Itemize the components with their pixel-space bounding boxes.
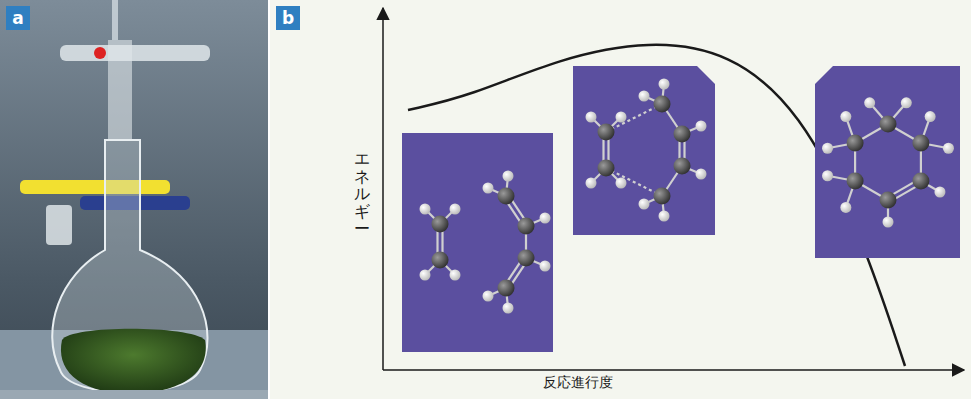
hydrogen-atom: [420, 204, 431, 215]
carbon-atom: [847, 135, 864, 152]
product-panel: [815, 66, 960, 258]
hydrogen-atom: [901, 97, 912, 108]
carbon-atom: [880, 192, 897, 209]
bond: [606, 104, 662, 132]
carbon-atom: [598, 160, 615, 177]
hydrogen-atom: [943, 143, 954, 154]
carbon-atom: [674, 126, 691, 143]
hydrogen-atom: [503, 303, 514, 314]
hydrogen-atom: [639, 199, 650, 210]
hydrogen-atom: [840, 202, 851, 213]
carbon-atom: [880, 116, 897, 133]
panel-ground: [270, 0, 971, 399]
transition-panel: [573, 66, 715, 235]
carbon-atom: [847, 173, 864, 190]
hydrogen-atom: [659, 79, 670, 90]
axis-label: 反応進行度: [543, 374, 613, 392]
carbon-atom: [518, 250, 535, 267]
carbon-atom: [498, 280, 515, 297]
energy-axis: [382, 8, 384, 370]
hydrogen-atom: [420, 270, 431, 281]
carbon-atom: [432, 216, 449, 233]
hydrogen-atom: [925, 111, 936, 122]
axis-label: エネルギー: [354, 150, 370, 238]
hydrogen-atom: [696, 121, 707, 132]
hydrogen-atom: [659, 211, 670, 222]
hydrogen-atom: [586, 178, 597, 189]
reactant-panel: [402, 133, 553, 352]
hydrogen-atom: [883, 217, 894, 228]
panel-tag: a: [6, 6, 30, 30]
carbon-atom: [598, 124, 615, 141]
hydrogen-atom: [540, 213, 551, 224]
hydrogen-atom: [934, 187, 945, 198]
carbon-atom: [674, 158, 691, 175]
panel-tag: b: [276, 6, 300, 30]
carbon-atom: [498, 188, 515, 205]
panel-letter: a: [12, 10, 23, 27]
hydrogen-atom: [540, 261, 551, 272]
reaction-axis: [383, 369, 964, 371]
carbon-atom: [912, 135, 929, 152]
hydrogen-atom: [450, 204, 461, 215]
carbon-atom: [654, 188, 671, 205]
carbon-atom: [518, 218, 535, 235]
molecule-models: [420, 79, 954, 314]
hydrogen-atom: [483, 291, 494, 302]
hydrogen-atom: [639, 91, 650, 102]
hydrogen-atom: [616, 112, 627, 123]
hydrogen-atom: [503, 171, 514, 182]
hydrogen-atom: [586, 112, 597, 123]
hydrogen-atom: [864, 97, 875, 108]
hydrogen-atom: [483, 183, 494, 194]
hydrogen-atom: [822, 143, 833, 154]
carbon-atom: [432, 252, 449, 269]
panel-letter: b: [282, 10, 294, 27]
hydrogen-atom: [696, 169, 707, 180]
hydrogen-atom: [822, 170, 833, 181]
carbon-atom: [654, 96, 671, 113]
carbon-atom: [912, 173, 929, 190]
bond: [606, 168, 662, 196]
hydrogen-atom: [616, 178, 627, 189]
hydrogen-atom: [840, 111, 851, 122]
hydrogen-atom: [450, 270, 461, 281]
flask-photo: [0, 0, 268, 399]
